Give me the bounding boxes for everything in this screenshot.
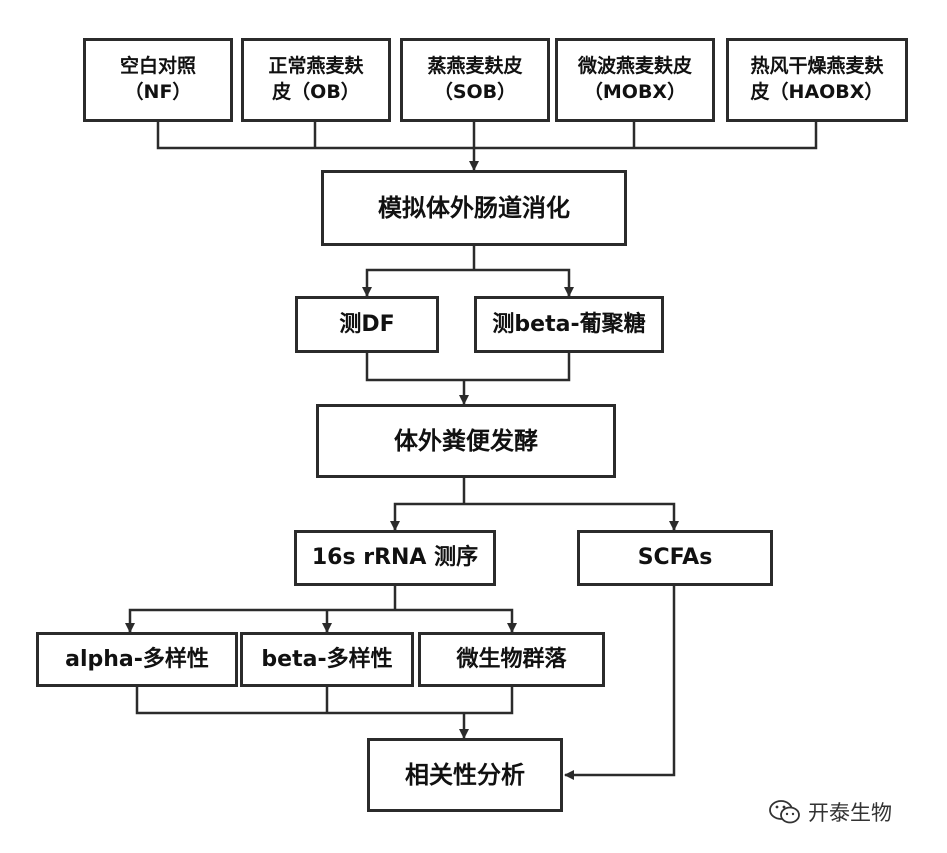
beta-diversity-label: beta-多样性 bbox=[261, 646, 393, 672]
measure-df-box: 测DF bbox=[295, 296, 439, 353]
sample-label: 热风干燥燕麦麸 bbox=[750, 55, 884, 78]
sequencing-label: 16s rRNA 测序 bbox=[311, 545, 479, 571]
wechat-icon bbox=[769, 800, 800, 824]
sample-label: 空白对照 bbox=[119, 55, 196, 78]
sample-label: 微波燕麦麸皮 bbox=[577, 55, 692, 78]
sample-label: 皮（HAOBX） bbox=[750, 81, 884, 103]
correlation-box: 相关性分析 bbox=[367, 738, 563, 812]
fermentation-label: 体外粪便发酵 bbox=[394, 426, 538, 455]
digestion-label: 模拟体外肠道消化 bbox=[378, 193, 570, 222]
sample-box-nf: 空白对照 （NF） bbox=[83, 38, 233, 122]
sample-label: 皮（OB） bbox=[272, 81, 360, 103]
sample-label: （MOBX） bbox=[583, 81, 687, 103]
fermentation-box: 体外粪便发酵 bbox=[316, 404, 616, 478]
sample-box-sob: 蒸燕麦麸皮 （SOB） bbox=[400, 38, 550, 122]
watermark: 开泰生物 bbox=[768, 797, 892, 827]
correlation-label: 相关性分析 bbox=[405, 760, 525, 789]
measure-glucan-label: 测beta-葡聚糖 bbox=[492, 311, 646, 337]
scfas-label: SCFAs bbox=[637, 545, 713, 571]
community-box: 微生物群落 bbox=[418, 632, 605, 687]
alpha-diversity-box: alpha-多样性 bbox=[36, 632, 238, 687]
community-label: 微生物群落 bbox=[456, 646, 567, 672]
measure-df-label: 测DF bbox=[339, 311, 395, 337]
digestion-box: 模拟体外肠道消化 bbox=[321, 170, 627, 246]
scfas-box: SCFAs bbox=[577, 530, 773, 586]
connector-samples bbox=[156, 121, 818, 150]
sequencing-box: 16s rRNA 测序 bbox=[294, 530, 496, 586]
sample-label: （SOB） bbox=[433, 81, 517, 103]
connector-scfas-correlation bbox=[564, 585, 676, 780]
watermark-text: 开泰生物 bbox=[808, 801, 892, 825]
sample-box-mobx: 微波燕麦麸皮 （MOBX） bbox=[555, 38, 715, 122]
alpha-diversity-label: alpha-多样性 bbox=[65, 646, 209, 672]
beta-diversity-box: beta-多样性 bbox=[240, 632, 414, 687]
sample-label: （NF） bbox=[124, 81, 192, 103]
sample-label: 蒸燕麦麸皮 bbox=[427, 55, 523, 78]
sample-label: 正常燕麦麸 bbox=[268, 55, 364, 78]
sample-box-haobx: 热风干燥燕麦麸皮（HAOBX） bbox=[726, 38, 908, 122]
measure-glucan-box: 测beta-葡聚糖 bbox=[474, 296, 664, 353]
sample-box-ob: 正常燕麦麸皮（OB） bbox=[241, 38, 391, 122]
